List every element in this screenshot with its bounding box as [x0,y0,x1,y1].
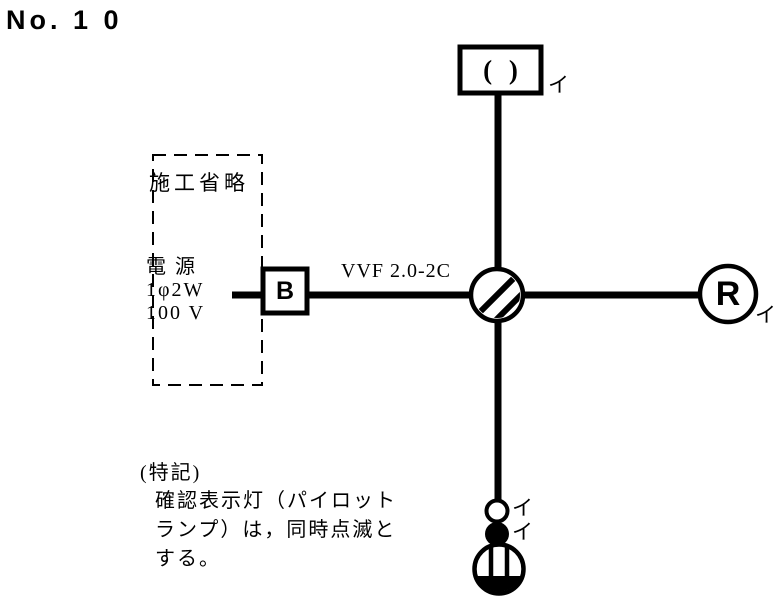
circuit-mark-pilot-lamp: イ [512,496,533,520]
power-source-line1: 電 源 [146,256,197,278]
switch-symbol [485,522,509,546]
power-source-line3: 100 V [146,302,206,324]
joint-box-symbol [468,266,526,324]
page-title: No. 1 0 [6,5,123,35]
circuit-mark-ceiling: イ [548,73,569,97]
special-notes: (特記) 確認表示灯（パイロット ランプ）は，同時点滅と する。 [140,459,397,574]
circuit-mark-receptacle: イ [755,303,776,327]
power-source-label: 電 源 1φ2W 100 V [146,256,205,325]
breaker-symbol [260,266,310,316]
special-notes-line: 確認表示灯（パイロット [155,490,397,512]
construction-omitted-label: 施工省略 [149,171,249,195]
ceiling-rosette-symbol [457,44,544,96]
construction-omitted-box [152,154,263,386]
breaker-letter: B [275,276,295,305]
lamp-receptacle-symbol [697,263,759,325]
power-source-line2: 1φ2W [146,279,205,301]
special-notes-line: する。 [155,548,221,570]
cable-type-label: VVF 2.0-2C [341,260,452,282]
outlet-symbol [472,542,526,596]
special-notes-line: ランプ）は，同時点滅と [155,519,397,541]
pilot-lamp-symbol [484,498,510,524]
lamp-receptacle-letter: R [715,274,741,313]
ceiling-rosette-glyph: ( ) [483,54,523,85]
special-notes-heading: (特記) [140,462,202,484]
circuit-mark-switch: イ [512,520,533,544]
